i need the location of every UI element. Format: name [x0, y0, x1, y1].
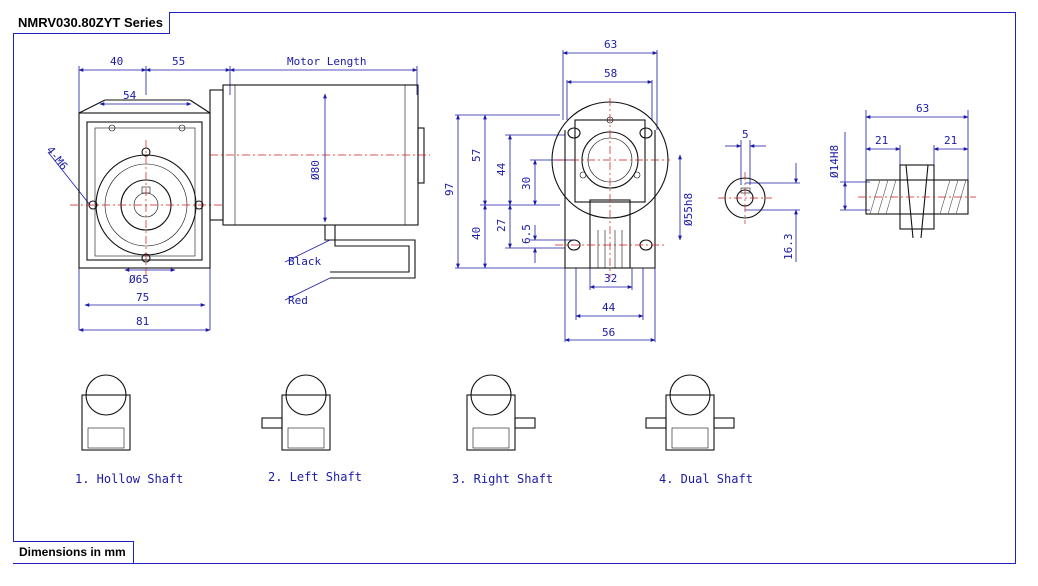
dim-58: 58 — [604, 67, 617, 80]
wire-black-label: Black — [288, 255, 321, 268]
dim-phi65: Ø65 — [129, 273, 149, 286]
dim-27: 27 — [495, 219, 508, 232]
front-view — [47, 66, 430, 332]
variant-label-2: 2. Left Shaft — [268, 470, 362, 484]
dim-6-5: 6.5 — [520, 224, 533, 244]
dim-16-3: 16.3 — [782, 234, 795, 261]
dim-4-m6: 4-M6 — [44, 144, 71, 173]
variant-label-1: 1. Hollow Shaft — [75, 472, 183, 486]
dim-40-vertical: 40 — [470, 227, 483, 240]
variant-label-3: 3. Right Shaft — [452, 472, 553, 486]
dim-21-left: 21 — [875, 134, 888, 147]
dim-56: 56 — [602, 326, 615, 339]
dim-54: 54 — [123, 89, 137, 102]
dim-phi14h8: Ø14H8 — [828, 145, 841, 178]
dim-phi80: Ø80 — [309, 160, 322, 180]
drawing-frame — [13, 12, 1016, 564]
dim-30: 30 — [520, 177, 533, 190]
variant-right-shaft — [466, 374, 536, 451]
variant-dual-shaft — [645, 374, 735, 451]
shaft-view — [840, 110, 976, 239]
dim-5: 5 — [742, 128, 749, 141]
dim-44-vertical: 44 — [495, 162, 508, 176]
units-note: Dimensions in mm — [13, 541, 134, 563]
dim-55: 55 — [172, 55, 185, 68]
variant-label-4: 4. Dual Shaft — [659, 472, 753, 486]
variant-left-shaft — [261, 374, 331, 451]
dim-shaft-63: 63 — [916, 102, 929, 115]
dim-21-right: 21 — [944, 134, 957, 147]
dim-32: 32 — [604, 272, 617, 285]
wire-red-label: Red — [288, 294, 308, 307]
dim-63: 63 — [604, 38, 617, 51]
dim-81: 81 — [136, 315, 149, 328]
dim-40: 40 — [110, 55, 123, 68]
bore-view — [718, 140, 800, 262]
variant-hollow-shaft — [81, 374, 131, 451]
dim-motor-length: Motor Length — [287, 55, 366, 68]
drawing-title: NMRV030.80ZYT Series — [13, 12, 170, 34]
side-view — [455, 50, 682, 342]
dim-97: 97 — [443, 183, 456, 196]
dim-phi55h8: Ø55h8 — [682, 193, 695, 226]
dim-44-horizontal: 44 — [602, 301, 616, 314]
dim-75: 75 — [136, 291, 149, 304]
dim-57: 57 — [470, 149, 483, 162]
